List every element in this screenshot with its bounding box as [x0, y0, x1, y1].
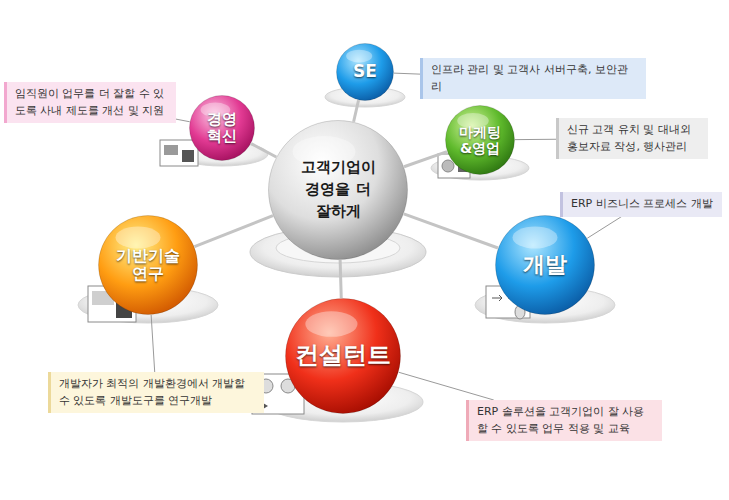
sphere-fill: [446, 106, 515, 175]
sphere-highlight: [116, 227, 161, 249]
leader-line: [176, 119, 190, 122]
sphere-highlight: [346, 50, 372, 63]
sphere-label: 고객기업이 경영을 더 잘하게: [295, 157, 381, 222]
sphere-label: 기반기술연구: [115, 247, 181, 284]
sphere-node: 개발: [495, 215, 595, 315]
spoke-line: [354, 100, 359, 121]
node-text: SE: [353, 62, 377, 82]
spoke-line: [340, 260, 341, 298]
sphere-label: 경영혁신: [202, 111, 242, 146]
node-text: 컨설턴트: [295, 342, 391, 370]
sphere-node: 마케팅&영업: [445, 105, 515, 175]
sphere-node: 컨설턴트: [285, 298, 401, 414]
sphere-fill: [496, 216, 595, 315]
sphere-label: 컨설턴트: [295, 342, 391, 370]
spoke-line: [404, 214, 498, 248]
sphere-label: 마케팅&영업: [456, 124, 504, 156]
sphere-highlight: [305, 311, 357, 337]
document-icon: [160, 140, 198, 166]
spoke-line: [195, 216, 273, 247]
callout-box: 인프라 관리 및 고객사 서버구축, 보안관리: [420, 58, 646, 99]
sphere-fill: [286, 299, 401, 414]
node-text: 개발: [523, 252, 567, 277]
spoke-line: [251, 144, 276, 157]
leader-line: [394, 73, 420, 74]
sphere-node: SE: [336, 43, 394, 101]
sphere-fill: [337, 44, 394, 101]
callout-box: 개발자가 최적의 개발환경에서 개발할 수 있도록 개발도구를 연구개발: [48, 372, 264, 413]
sphere-highlight: [513, 227, 558, 249]
callout-box: 임직원이 업무를 더 잘할 수 있도록 사내 제도를 개선 및 지원: [4, 82, 176, 123]
leader-line: [151, 315, 155, 372]
leader-line: [399, 372, 494, 400]
sphere-fill: [269, 121, 408, 260]
node-text: 개발자가 최적의 개발환경에서 개발할 수 있도록 개발도구를 연구개발: [59, 376, 256, 409]
leader-line: [587, 217, 621, 239]
node-text: ERP 솔루션을 고객기업이 잘 사용할 수 있도록 업무 적용 및 교육: [477, 404, 654, 437]
sphere-label: SE: [353, 62, 377, 82]
callout-box: ERP 솔루션을 고객기업이 잘 사용할 수 있도록 업무 적용 및 교육: [466, 400, 662, 441]
spoke-line: [404, 152, 447, 167]
node-text: 경영혁신: [202, 111, 242, 146]
node-text: 임직원이 업무를 더 잘할 수 있도록 사내 제도를 개선 및 지원: [15, 86, 168, 119]
sphere-label: 개발: [523, 252, 567, 277]
sphere-fill: [190, 96, 255, 161]
node-text: 신규 고객 유치 및 대내외 홍보자료 작성, 행사관리: [567, 122, 700, 155]
node-text: 기반기술연구: [115, 247, 181, 284]
node-text: ERP 비즈니스 프로세스 개발: [571, 196, 714, 213]
sphere-fill: [99, 216, 198, 315]
callout-box: 신규 고객 유치 및 대내외 홍보자료 작성, 행사관리: [556, 118, 708, 159]
node-text: 인프라 관리 및 고객사 서버구축, 보안관리: [431, 62, 638, 95]
node-text: 고객기업이 경영을 더 잘하게: [295, 157, 381, 222]
sphere-node: 경영혁신: [189, 95, 255, 161]
callout-box: ERP 비즈니스 프로세스 개발: [560, 192, 722, 217]
node-text: 마케팅&영업: [456, 124, 504, 156]
sphere-node: 고객기업이 경영을 더 잘하게: [268, 120, 408, 260]
sphere-node: 기반기술연구: [98, 215, 198, 315]
leader-line: [515, 139, 556, 140]
